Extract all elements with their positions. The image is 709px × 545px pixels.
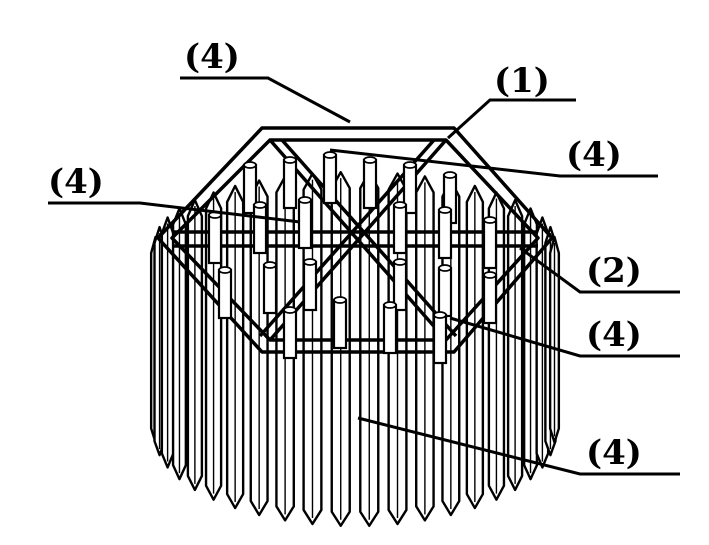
inner-rod-cap [393,258,407,266]
inner-rod-cap [438,206,452,214]
inner-rods [207,151,498,365]
label-1-frame: (1) [494,61,550,101]
inner-rod-cap [253,201,267,209]
inner-rod [362,158,378,210]
inner-rod [332,298,348,350]
inner-rod-cap [433,311,447,319]
inner-rod [432,313,448,365]
inner-rod-cap [218,266,232,274]
inner-rod [482,218,498,270]
inner-rod [437,208,453,260]
leader-line-5 [519,246,680,294]
inner-rod-cap [383,301,397,309]
leader-line-7 [357,416,680,476]
inner-rod-cap [303,258,317,266]
label-4-upper-right: (4) [566,135,622,175]
inner-rod [282,158,298,210]
hexagonal-frame [156,126,554,354]
leader-line-6 [449,316,680,358]
leader-lines [48,76,680,476]
inner-rod [322,153,338,205]
inner-rod [392,203,408,255]
leader-line-3 [329,148,658,178]
label-4-left: (4) [48,162,104,202]
inner-rod-cap [438,264,452,272]
inner-rod [252,203,268,255]
inner-rod [437,266,453,318]
label-4-bottom-right: (4) [586,433,642,473]
inner-rod [302,260,318,312]
inner-rod-cap [333,296,347,304]
inner-rod-cap [483,271,497,279]
inner-rod-cap [323,151,337,159]
inner-rod-cap [298,196,312,204]
inner-rod-cap [393,201,407,209]
inner-rod [382,303,398,355]
inner-rod-cap [443,171,457,179]
inner-rod [482,273,498,325]
leader-line-1 [180,76,351,124]
leader-line-2 [446,98,576,140]
label-4-mid-right: (4) [586,315,642,355]
label-4-top: (4) [184,37,240,77]
inner-rod-cap [283,306,297,314]
inner-rod-cap [243,161,257,169]
inner-rod-cap [263,261,277,269]
inner-rod-cap [403,161,417,169]
inner-rod [392,260,408,312]
inner-rod-cap [283,156,297,164]
inner-rod-cap [363,156,377,164]
label-2-rib: (2) [586,251,642,291]
inner-rod [217,268,233,320]
inner-rod-cap [483,216,497,224]
inner-rod [207,213,223,265]
inner-rod [297,198,313,250]
inner-rod [282,308,298,360]
part-labels: (4) (1) (4) (4) (2) (4) (4) [48,37,642,473]
leader-line-4 [48,201,301,224]
inner-rod [262,263,278,315]
